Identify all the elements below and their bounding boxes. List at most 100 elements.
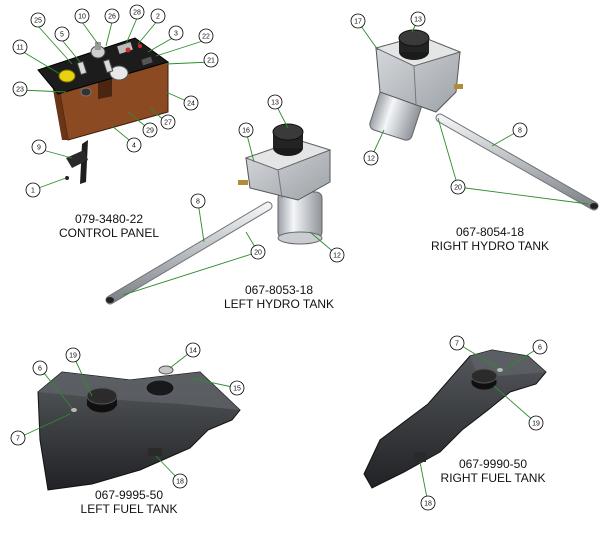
- left-hydro-tube: [106, 202, 272, 304]
- callout-cp-14: 27: [160, 114, 176, 130]
- svg-text:22: 22: [202, 34, 210, 41]
- control-panel-part-number: 079-3480-22: [74, 212, 144, 226]
- callout-lh-2: 8: [190, 193, 206, 209]
- left-hydro-caption: 067-8053-18 LEFT HYDRO TANK: [204, 283, 354, 311]
- callout-rh-2: 8: [512, 122, 528, 138]
- callout-cp-9: 21: [203, 52, 219, 68]
- right-hydro-tube: [436, 114, 598, 210]
- svg-text:19: 19: [69, 353, 77, 360]
- svg-text:2: 2: [156, 14, 160, 21]
- callout-rh-0: 17: [350, 13, 366, 29]
- svg-text:3: 3: [174, 31, 178, 38]
- control-panel-assembly: [37, 37, 170, 184]
- svg-text:4: 4: [132, 143, 136, 150]
- right-hydro-tank-assembly: [369, 29, 599, 211]
- left-fuel-tank-assembly: [37, 365, 241, 491]
- callout-rf-1: 6: [532, 339, 548, 355]
- right-hydro-cap: [398, 29, 430, 47]
- right-hydro-part-number: 067-8054-18: [455, 225, 525, 239]
- right-hydro-caption: 067-8054-18 RIGHT HYDRO TANK: [410, 225, 570, 253]
- right-fuel-tank-body: [363, 349, 547, 489]
- callout-cp-4: 5: [54, 26, 70, 42]
- left-hydro-tank-assembly: [105, 123, 332, 305]
- svg-text:7: 7: [455, 341, 459, 348]
- callout-cp-3: 25: [30, 12, 46, 28]
- left-hydro-part-number: 067-8053-18: [244, 283, 314, 297]
- svg-text:14: 14: [189, 348, 197, 355]
- svg-text:21: 21: [207, 58, 215, 65]
- right-fuel-part-number: 067-9990-50: [458, 457, 528, 471]
- callout-rh-4: 20: [450, 179, 466, 195]
- left-fuel-port: [145, 379, 175, 397]
- svg-text:18: 18: [424, 501, 432, 508]
- svg-text:23: 23: [16, 87, 24, 94]
- callout-bubbles: 10 26 28 25 5 2 3 22 11 21 23 24 9 29 27…: [10, 4, 548, 511]
- panel-vent: [98, 78, 112, 100]
- callout-lh-4: 12: [329, 247, 345, 263]
- svg-text:5: 5: [60, 32, 64, 39]
- right-fuel-tank-assembly: [363, 349, 547, 489]
- callout-rh-1: 13: [410, 11, 426, 27]
- callout-rh-3: 12: [363, 150, 379, 166]
- callout-cp-1: 26: [104, 8, 120, 24]
- svg-text:9: 9: [37, 145, 41, 152]
- left-fuel-caption: 067-9995-50 LEFT FUEL TANK: [54, 488, 204, 516]
- callout-lh-1: 16: [238, 122, 254, 138]
- svg-text:1: 1: [31, 188, 35, 195]
- callout-cp-13: 29: [142, 122, 158, 138]
- callout-cp-15: 4: [126, 137, 142, 153]
- callout-cp-7: 22: [198, 28, 214, 44]
- callout-rf-2: 19: [528, 415, 544, 431]
- callout-rf-0: 7: [449, 335, 465, 351]
- callout-lf-1: 6: [32, 360, 48, 376]
- hour-meter: [109, 65, 129, 81]
- callout-lf-3: 15: [229, 380, 245, 396]
- callout-cp-11: 24: [183, 95, 199, 111]
- svg-text:25: 25: [34, 18, 42, 25]
- svg-text:27: 27: [164, 120, 172, 127]
- left-fuel-title: LEFT FUEL TANK: [80, 502, 178, 516]
- callout-lf-5: 18: [172, 473, 188, 489]
- control-panel-title: CONTROL PANEL: [58, 226, 160, 240]
- callout-lh-0: 13: [267, 94, 283, 110]
- left-hydro-fitting: [238, 180, 248, 185]
- svg-text:13: 13: [414, 17, 422, 24]
- callout-cp-10: 23: [12, 81, 28, 97]
- right-fuel-caption: 067-9990-50 RIGHT FUEL TANK: [418, 457, 568, 485]
- callout-rf-3: 18: [420, 495, 436, 511]
- control-panel-caption: 079-3480-22 CONTROL PANEL: [34, 212, 184, 240]
- left-hydro-cap: [272, 123, 304, 141]
- callout-cp-12: 9: [31, 139, 47, 155]
- svg-text:12: 12: [367, 156, 375, 163]
- svg-text:13: 13: [271, 100, 279, 107]
- callout-cp-6: 3: [168, 25, 184, 41]
- svg-text:16: 16: [242, 128, 250, 135]
- svg-text:12: 12: [333, 253, 341, 260]
- svg-text:17: 17: [354, 19, 362, 26]
- callout-cp-5: 2: [150, 8, 166, 24]
- svg-text:20: 20: [254, 250, 262, 257]
- throttle-knob: [58, 69, 76, 83]
- right-fuel-title: RIGHT FUEL TANK: [440, 471, 546, 485]
- left-fuel-part-number: 067-9995-50: [94, 488, 164, 502]
- svg-text:29: 29: [146, 128, 154, 135]
- svg-text:26: 26: [108, 14, 116, 21]
- callout-lh-3: 20: [250, 244, 266, 260]
- svg-text:8: 8: [196, 199, 200, 206]
- svg-text:20: 20: [454, 185, 462, 192]
- callout-cp-8: 11: [12, 39, 28, 55]
- svg-text:11: 11: [16, 45, 23, 52]
- svg-text:28: 28: [133, 10, 141, 17]
- svg-text:24: 24: [187, 101, 195, 108]
- callout-cp-16: 1: [25, 182, 41, 198]
- svg-text:15: 15: [233, 386, 241, 393]
- svg-text:7: 7: [16, 436, 20, 443]
- right-hydro-title: RIGHT HYDRO TANK: [430, 239, 549, 253]
- callout-lf-2: 14: [185, 342, 201, 358]
- svg-text:8: 8: [518, 128, 522, 135]
- right-hydro-fitting: [454, 84, 463, 89]
- svg-text:19: 19: [532, 421, 540, 428]
- callout-lf-4: 7: [10, 430, 26, 446]
- callout-lf-0: 19: [65, 347, 81, 363]
- svg-text:10: 10: [78, 14, 86, 21]
